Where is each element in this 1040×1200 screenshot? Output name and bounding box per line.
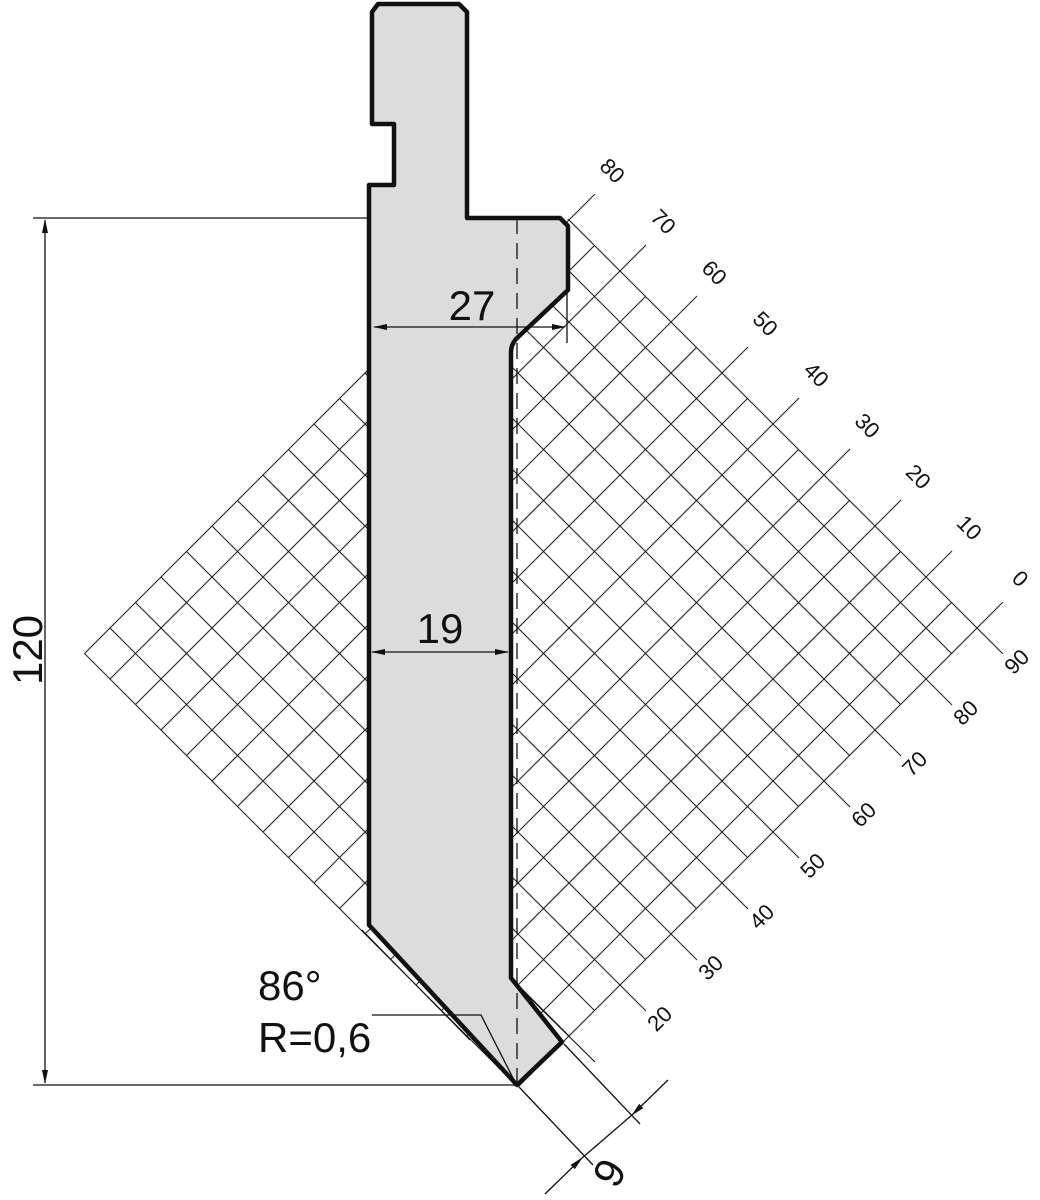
bevel-offset-line-right [521,989,596,1063]
grid-leader-lower [619,984,647,1012]
tip-callout: 86° R=0,6 [258,962,516,1083]
grid-leader-lower [925,678,953,706]
tip-width-dimension: 9 [518,1043,669,1195]
grid-leader-upper [619,244,647,272]
grid-leader-lower [772,831,800,859]
body-width-value: 19 [417,605,464,652]
grid-label-lower: 60 [846,797,881,832]
grid-label-upper: 10 [952,510,987,545]
reach-grid [84,219,978,1088]
grid-label-lower: 50 [795,848,830,883]
grid-label-lower: 90 [999,644,1034,679]
tip-width-value: 9 [583,1151,635,1195]
grid-label-upper: 30 [850,408,885,443]
grid-leader-upper [874,499,902,527]
tip-angle: 86° [258,962,322,1009]
shoulder-width-value: 27 [449,282,496,329]
grid-leader-upper [976,601,1004,629]
grid-label-leaders [568,193,1004,1012]
grid-line-falling [517,219,952,654]
grid-label-upper: 40 [799,357,834,392]
punch-body [366,1,571,1088]
shoulder-width-dimension: 27 [373,282,568,343]
grid-leader-lower [823,780,851,808]
grid-line-falling [466,270,901,705]
grid-label-upper: 60 [697,255,732,290]
grid-line-falling [492,245,927,680]
grid-label-upper: 50 [748,306,783,341]
grid-leader-upper [721,346,749,374]
grid-leader-lower [670,933,698,961]
grid-label-lower: 70 [897,746,932,781]
grid-label-lower: 30 [693,950,728,985]
grid-leader-upper [568,193,596,221]
bevel-offset-line [361,929,471,1041]
grid-leader-lower [976,627,1004,655]
tip-radius: R=0,6 [258,1014,371,1061]
grid-label-lower: 20 [642,1001,677,1036]
grid-leader-upper [670,295,698,323]
grid-label-upper: 80 [595,153,630,188]
grid-line-falling [567,219,978,629]
grid-labels: 0 10 20 30 40 50 60 70 80 90 80 70 60 50 40 30 20 [595,153,1034,1036]
body-width-dimension: 19 [371,605,509,655]
height-value: 120 [4,615,51,685]
grid-label-upper: 0 [1007,566,1033,592]
grid-leader-upper [823,448,851,476]
grid-label-upper: 20 [901,459,936,494]
grid-label-upper: 70 [646,204,681,239]
grid-label-lower: 80 [948,695,983,730]
grid-leader-lower [721,882,749,910]
grid-label-lower: 40 [744,899,779,934]
height-dimension: 120 [4,217,515,1086]
grid-line-falling [441,296,876,731]
grid-leader-lower [874,729,902,757]
grid-leader-upper [772,397,800,425]
grid-leader-upper [925,550,953,578]
